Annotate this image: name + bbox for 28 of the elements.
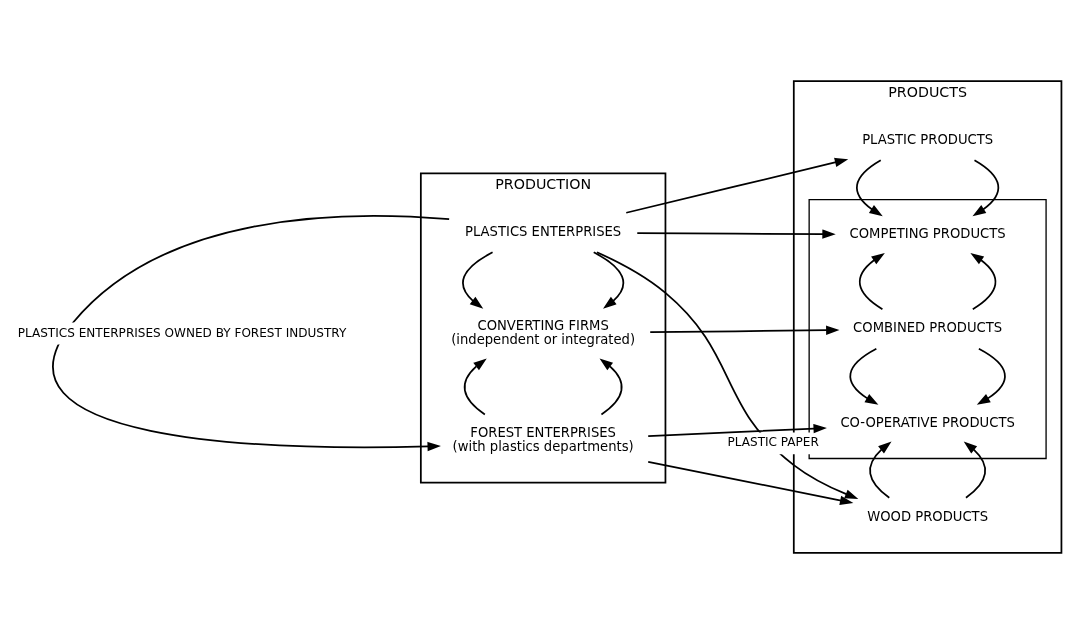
arrow	[976, 347, 1006, 405]
arrow	[462, 251, 494, 309]
arrow	[463, 358, 487, 416]
node-text: PLASTICS ENTERPRISES	[465, 223, 622, 239]
arrow	[599, 358, 623, 416]
node-text: CO-OPERATIVE PRODUCTS	[840, 414, 1015, 430]
arrow	[869, 441, 892, 499]
node-text: COMBINED PRODUCTS	[853, 320, 1003, 336]
node-text: COMPETING PRODUCTS	[849, 226, 1006, 242]
arrow	[963, 441, 987, 499]
arrow	[858, 253, 885, 311]
arrow	[52, 215, 451, 452]
node-text: PLASTIC PRODUCTS	[862, 131, 994, 147]
arrow	[636, 229, 836, 239]
arrow	[592, 251, 625, 309]
arrow	[856, 159, 883, 217]
edge-label: PLASTICS ENTERPRISES OWNED BY FOREST INDUSTRY	[17, 325, 347, 340]
arrow	[970, 253, 997, 311]
arrow	[625, 157, 849, 214]
arrow	[649, 325, 840, 335]
arrow	[972, 159, 1000, 217]
arrow	[849, 347, 879, 405]
node-text: FOREST ENTERPRISES (with plastics departments)	[452, 425, 634, 455]
arrow	[596, 251, 859, 499]
arrow	[647, 423, 827, 438]
node-text: CONVERTING FIRMS (independent or integrated)	[451, 317, 636, 347]
arrow	[647, 460, 854, 505]
node-text: WOOD PRODUCTS	[867, 509, 989, 525]
